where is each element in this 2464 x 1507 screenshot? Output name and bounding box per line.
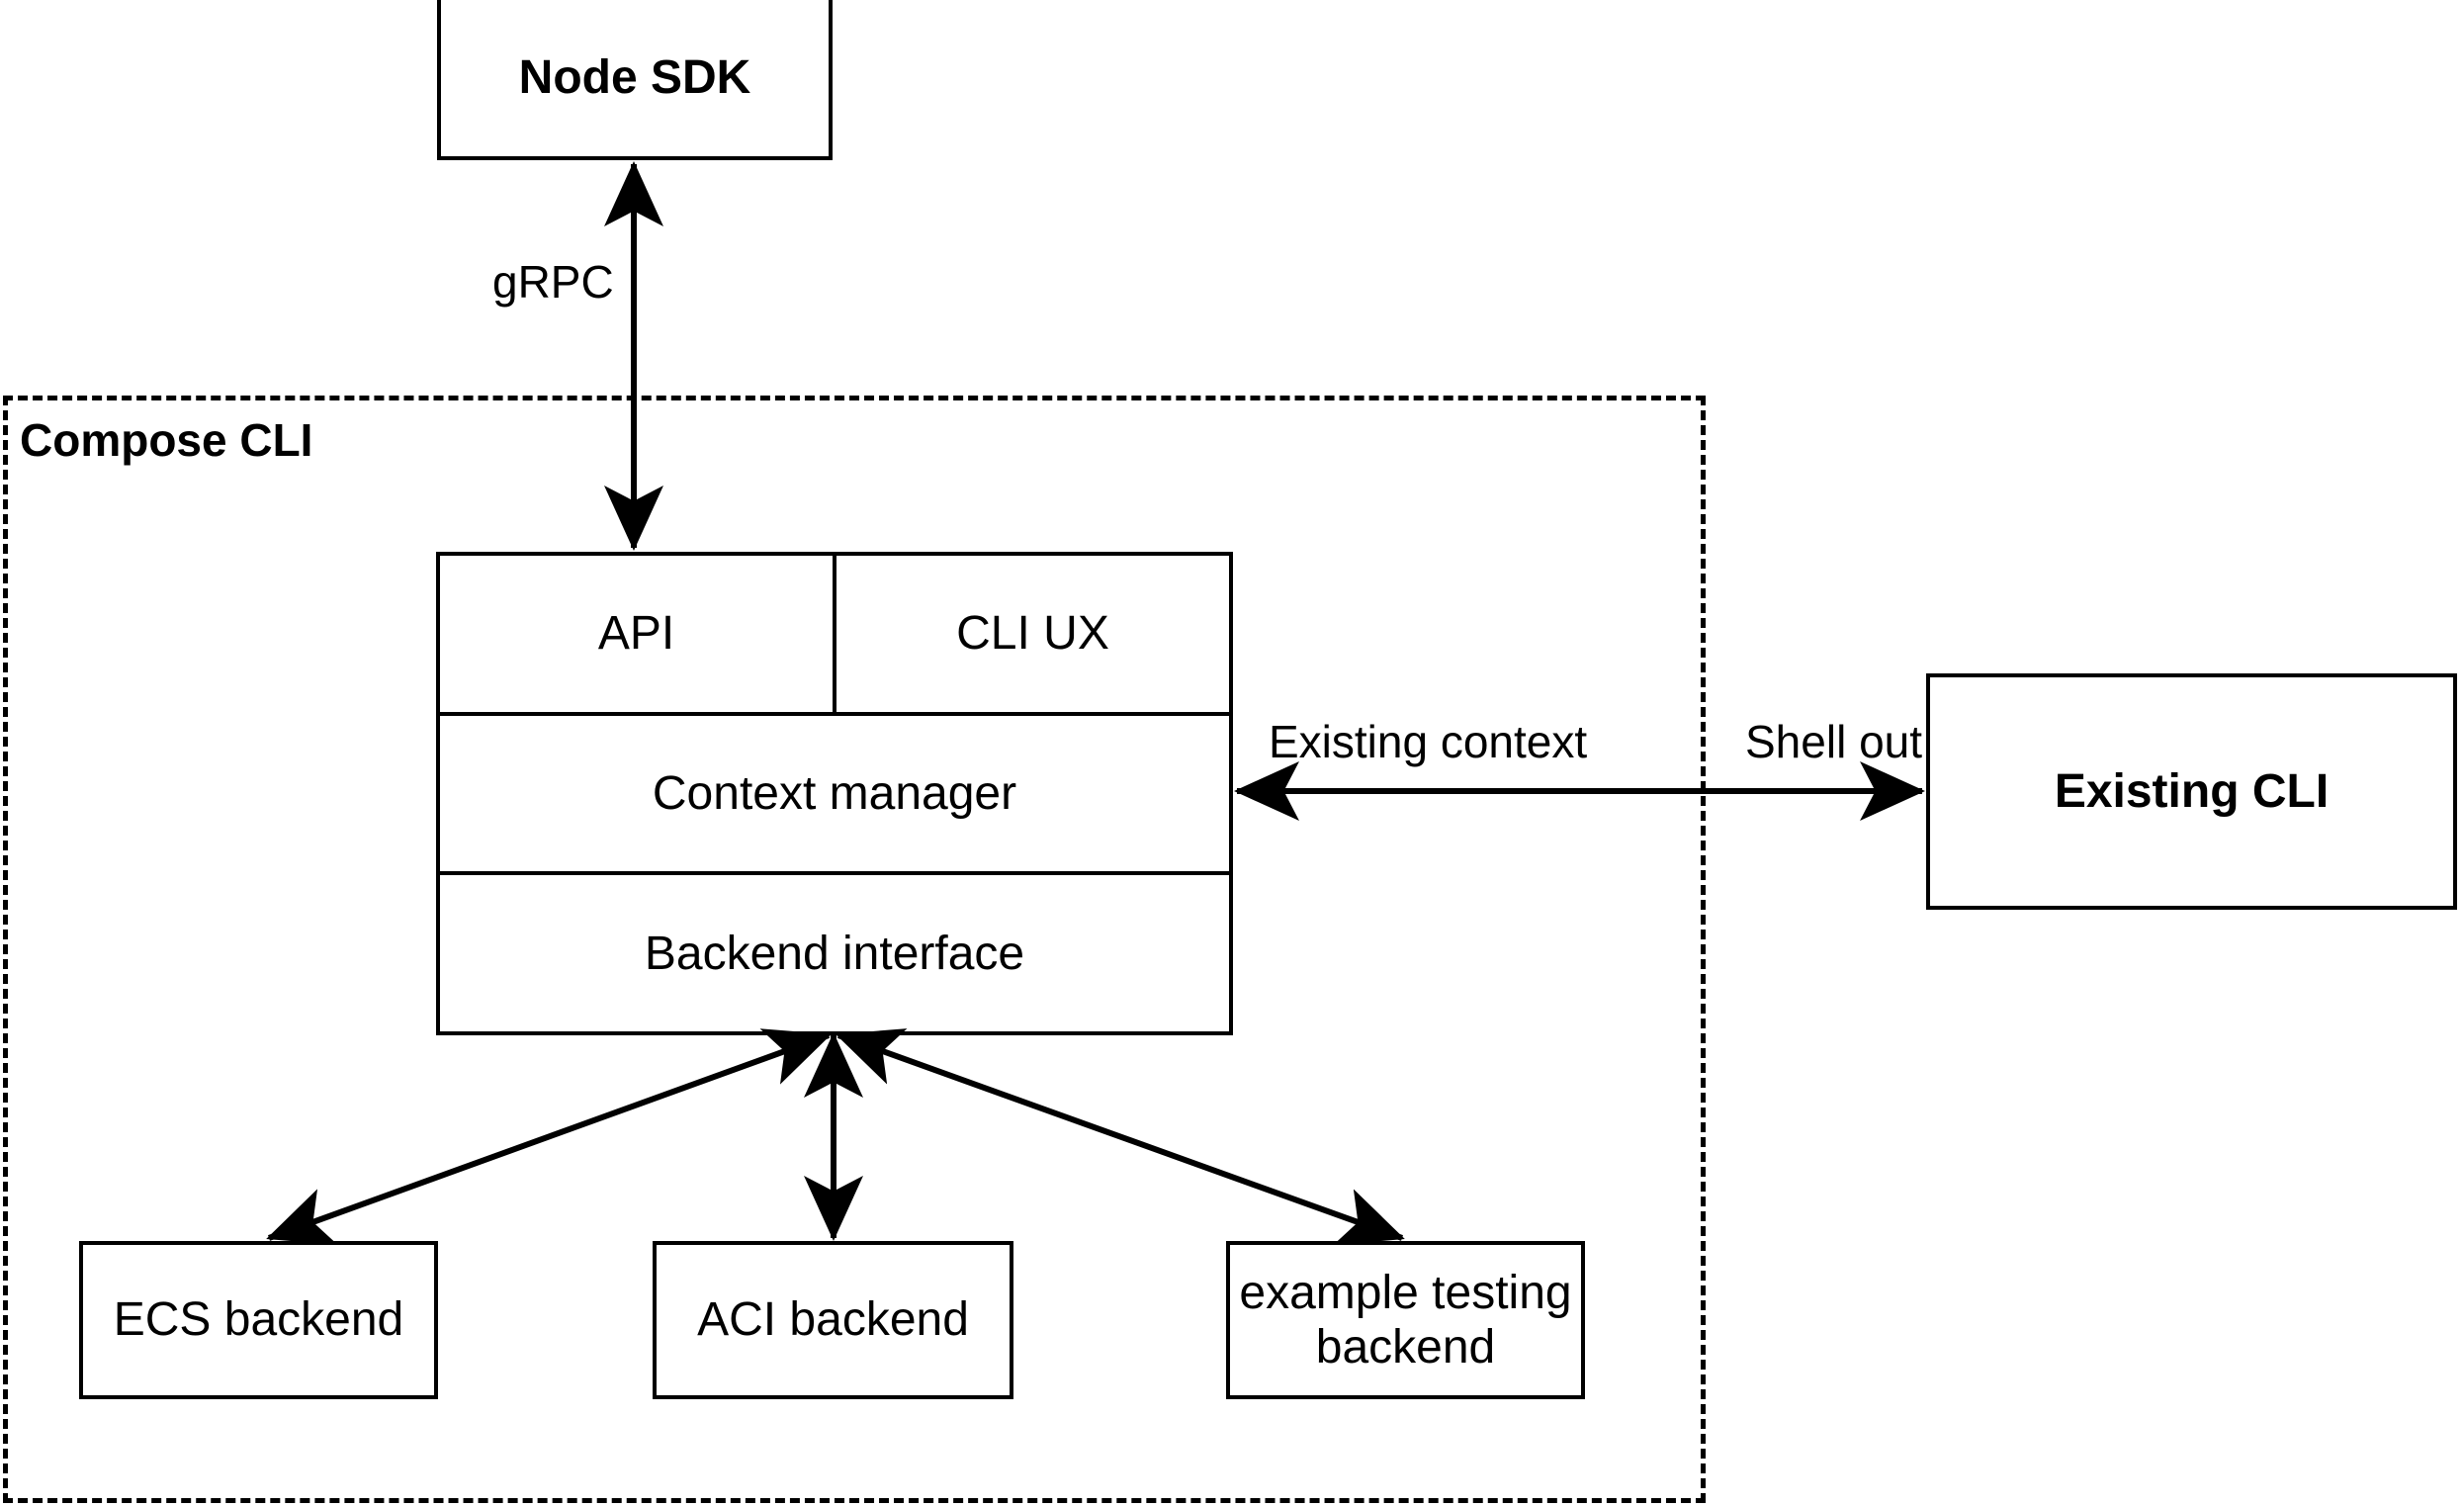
compose-cli-boundary-label: Compose CLI — [20, 414, 313, 466]
compose-cli-boundary — [3, 396, 1706, 1503]
ecs-backend-box[interactable]: ECS backend — [79, 1241, 438, 1399]
aci-backend-box[interactable]: ACI backend — [653, 1241, 1013, 1399]
core-cell-backend-interface[interactable]: Backend interface — [644, 927, 1025, 980]
node-sdk-box[interactable]: Node SDK — [437, 0, 833, 160]
core-row-api: API CLI UX — [440, 556, 1229, 716]
edge-label-existing-context: Existing context — [1269, 716, 1588, 767]
core-row-context-manager: Context manager — [440, 716, 1229, 876]
core-row-backend-interface: Backend interface — [440, 875, 1229, 1031]
edge-label-grpc: gRPC — [492, 256, 614, 308]
core-cell-api[interactable]: API — [440, 556, 836, 712]
core-cell-cli-ux[interactable]: CLI UX — [956, 607, 1109, 661]
edge-label-shell-out: Shell out — [1745, 716, 1923, 767]
core-cell-context-manager[interactable]: Context manager — [652, 767, 1017, 820]
existing-cli-box[interactable]: Existing CLI — [1926, 673, 2457, 910]
example-testing-backend-box[interactable]: example testing backend — [1226, 1241, 1585, 1399]
compose-core-stack: API CLI UX Context manager Backend inter… — [436, 552, 1233, 1035]
